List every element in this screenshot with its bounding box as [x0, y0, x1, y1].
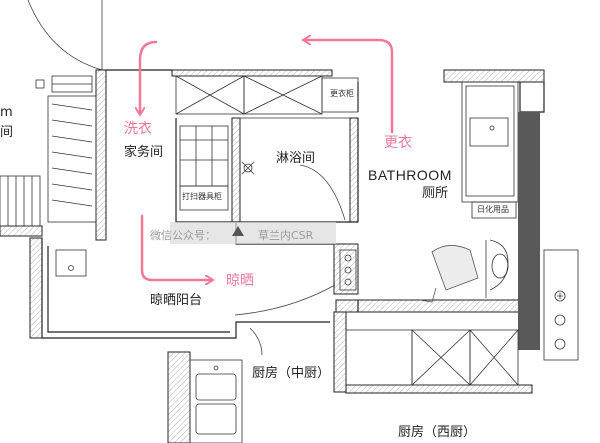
wall-center-left — [29, 237, 43, 339]
label-toiletries: 日化用品 — [477, 205, 509, 214]
left-room-char: 间 — [0, 125, 14, 140]
left-room-letter: m — [0, 105, 13, 120]
wall-kitchen-door — [167, 351, 191, 443]
wall-left-room-bottom — [0, 225, 43, 237]
label-cleaning-cabinet: 打扫器具柜 — [182, 192, 222, 201]
label-kitchen-western: 厨房（西厨） — [398, 425, 477, 440]
arrow-laundry — [140, 40, 158, 112]
walls-outline — [41, 69, 545, 339]
door-arc-kitchen — [249, 327, 263, 356]
label-drying: 晾晒 — [226, 273, 254, 289]
label-changing: 更衣 — [384, 135, 412, 151]
door-swings — [27, 0, 346, 356]
top-cabinets — [175, 75, 359, 115]
label-household: 家务间 — [124, 145, 164, 160]
person-figure — [419, 245, 479, 303]
label-drying-balcony: 晾晒阳台 — [150, 293, 203, 308]
right-appliances — [543, 249, 579, 361]
flow-arrows — [140, 40, 394, 280]
household-fixtures — [179, 125, 229, 211]
kitchen-cabinets — [345, 329, 519, 386]
arrow-changing — [306, 40, 394, 134]
watermark-prefix: 微信公众号： — [150, 229, 216, 242]
door-arc-shower — [299, 164, 346, 221]
kitchen-sink — [189, 359, 243, 443]
wall-left-vertical — [95, 69, 107, 241]
door-arc-balcony — [234, 284, 336, 316]
wall-household-right — [231, 117, 241, 223]
wall-kitchen-top — [335, 299, 537, 313]
left-room — [0, 79, 45, 227]
watermark-name: 草兰内CSR — [258, 229, 314, 242]
wall-balcony-right — [333, 243, 359, 295]
label-toilet: 厕所 — [422, 186, 449, 201]
label-wardrobe: 更衣柜 — [330, 89, 354, 98]
wall-bath-right — [443, 69, 545, 83]
door-arc-top-left — [27, 0, 103, 71]
washer-dryer — [339, 249, 357, 291]
wall-bottom-right — [345, 384, 533, 394]
wall-top-cabinet — [171, 69, 333, 77]
label-kitchen-chinese: 厨房（中厨） — [252, 366, 331, 381]
wall-shower-right — [349, 117, 359, 223]
label-laundry: 洗衣 — [124, 121, 152, 137]
label-bathroom-en: BATHROOM — [368, 167, 452, 183]
watermark-logo — [232, 226, 244, 236]
arrow-drying — [140, 214, 210, 280]
wardrobe-left — [47, 75, 97, 223]
watermark-band — [170, 222, 336, 244]
dark-side-panel — [518, 112, 540, 350]
shower-fixtures — [240, 117, 350, 175]
label-shower: 淋浴间 — [276, 151, 316, 166]
sink-center — [55, 249, 87, 277]
wall-kitchen-left — [333, 311, 347, 393]
